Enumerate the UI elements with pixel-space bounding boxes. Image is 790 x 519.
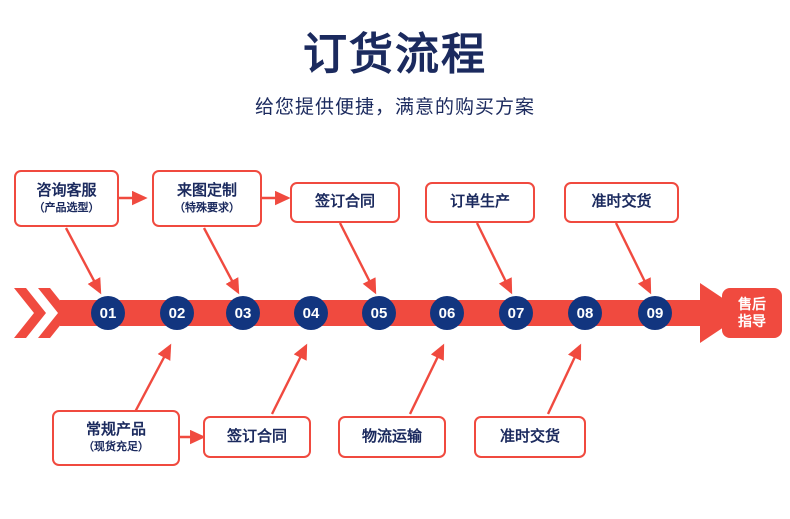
bottom-step-2[interactable]: 签订合同 [203,416,311,458]
page-title: 订货流程 [303,30,487,79]
top-step-2-line1: 来图定制 [176,181,237,199]
top-step-3[interactable]: 签订合同 [290,182,400,223]
bottom-step-4[interactable]: 准时交货 [474,416,586,458]
bottom-step-1-line2: （现货充足） [83,441,149,453]
connector-top-group [64,222,652,295]
top-step-1-line2: （产品选型） [33,201,100,214]
connector-bottom-2 [270,343,308,415]
node-04[interactable]: 04 [294,296,328,330]
connector-bottom-1 [133,343,172,413]
top-step-5-line1: 准时交货 [591,193,652,211]
double-chevron-icon [38,288,70,338]
top-step-3-line1: 签订合同 [314,193,375,211]
top-step-1-line1: 咨询客服 [36,181,97,199]
bottom-step-1[interactable]: 常规产品 （现货充足） [52,410,180,466]
connector-top-2 [202,227,240,295]
top-step-2-line2: （特殊要求） [174,201,240,214]
node-09[interactable]: 09 [638,296,672,330]
node-06[interactable]: 06 [430,296,464,330]
top-step-2[interactable]: 来图定制 （特殊要求） [152,170,262,227]
node-02[interactable]: 02 [160,296,194,330]
after-sales-line2: 指导 [738,313,766,329]
bottom-step-2-line1: 签订合同 [226,427,287,445]
page-subtitle: 给您提供便捷，满意的购买方案 [254,97,535,118]
node-03[interactable]: 03 [226,296,260,330]
connector-bottom-group [133,343,582,415]
after-sales-line1: 售后 [738,295,766,312]
top-step-1[interactable]: 咨询客服 （产品选型） [14,170,119,227]
node-05[interactable]: 05 [362,296,396,330]
connector-top-4 [475,222,513,295]
connector-bottom-3 [408,343,445,415]
bottom-step-3-line1: 物流运输 [361,427,422,445]
connector-top-3 [338,222,377,295]
bottom-step-3[interactable]: 物流运输 [338,416,446,458]
double-chevron-icon [14,288,46,338]
node-08[interactable]: 08 [568,296,602,330]
node-07[interactable]: 07 [499,296,533,330]
bottom-step-1-line1: 常规产品 [85,421,146,439]
node-01[interactable]: 01 [91,296,125,330]
top-step-4[interactable]: 订单生产 [425,182,535,223]
top-step-5[interactable]: 准时交货 [564,182,679,223]
connector-bottom-4 [546,343,582,415]
top-step-4-line1: 订单生产 [449,193,510,211]
connector-top-1 [64,227,102,295]
after-sales-label[interactable]: 售后 指导 [722,288,782,338]
connector-top-5 [614,222,652,295]
bottom-step-4-line1: 准时交货 [499,427,560,445]
